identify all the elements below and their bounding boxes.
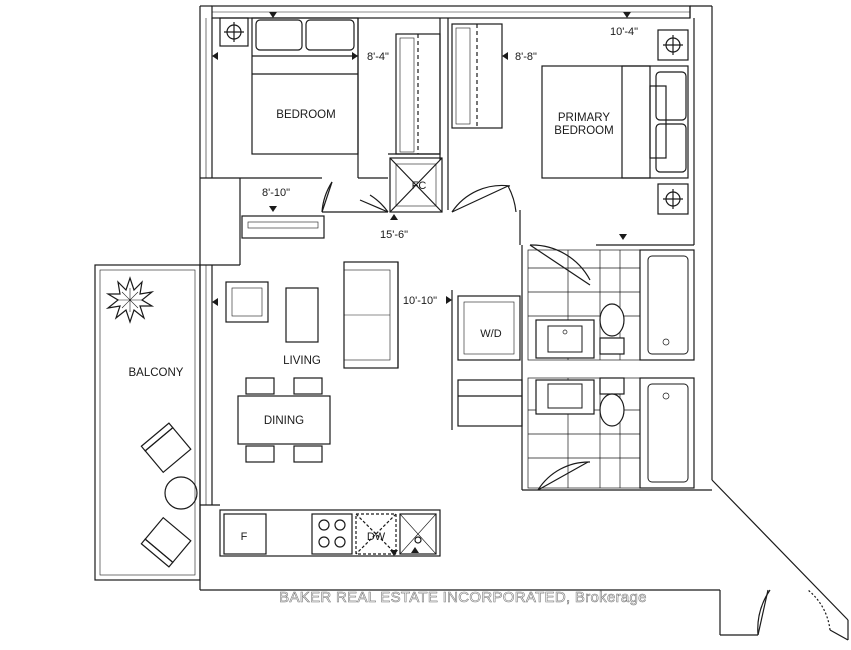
watermark: BAKER REAL ESTATE INCORPORATED, Brokerag…: [279, 589, 647, 606]
fridge-label: F: [241, 531, 248, 543]
bathroom-main: [522, 377, 712, 491]
living-label: LIVING: [283, 355, 321, 367]
balcony-chair: [140, 516, 192, 568]
doors: [321, 181, 831, 636]
fc-label: FC: [412, 180, 427, 192]
plant-icon: [105, 276, 155, 324]
kitchen: [219, 509, 441, 557]
hall-shelf: [241, 211, 388, 239]
balcony-table: [164, 476, 198, 510]
laundry: [451, 245, 523, 490]
dim-primary-width: 10'-4": [610, 26, 638, 38]
dim-living-width: 10'-10": [403, 295, 437, 307]
balcony-chair: [140, 422, 192, 474]
balcony: [94, 264, 201, 581]
dw-label: DW: [367, 531, 386, 543]
dim-hall-width: 8'-10": [262, 187, 290, 199]
bathroom-ensuite: [527, 249, 695, 361]
dim-closet-width: 8'-8": [515, 51, 537, 63]
dimension-markers: [212, 12, 631, 556]
bedroom: [219, 17, 441, 179]
bedroom-label: BEDROOM: [276, 109, 335, 121]
dim-living-depth: 15'-6": [380, 229, 408, 241]
fan-coil: [389, 157, 443, 213]
dining: [237, 377, 331, 463]
primary-bedroom: [447, 18, 694, 246]
outer-walls: [199, 5, 849, 641]
dining-label: DINING: [264, 415, 304, 427]
primary-bedroom-label-2: BEDROOM: [554, 125, 613, 137]
balcony-label: BALCONY: [129, 367, 184, 379]
wd-label: W/D: [480, 328, 501, 340]
dim-bedroom-width: 8'-4": [367, 51, 389, 63]
primary-bedroom-label-1: PRIMARY: [558, 112, 611, 124]
living: [225, 261, 399, 369]
